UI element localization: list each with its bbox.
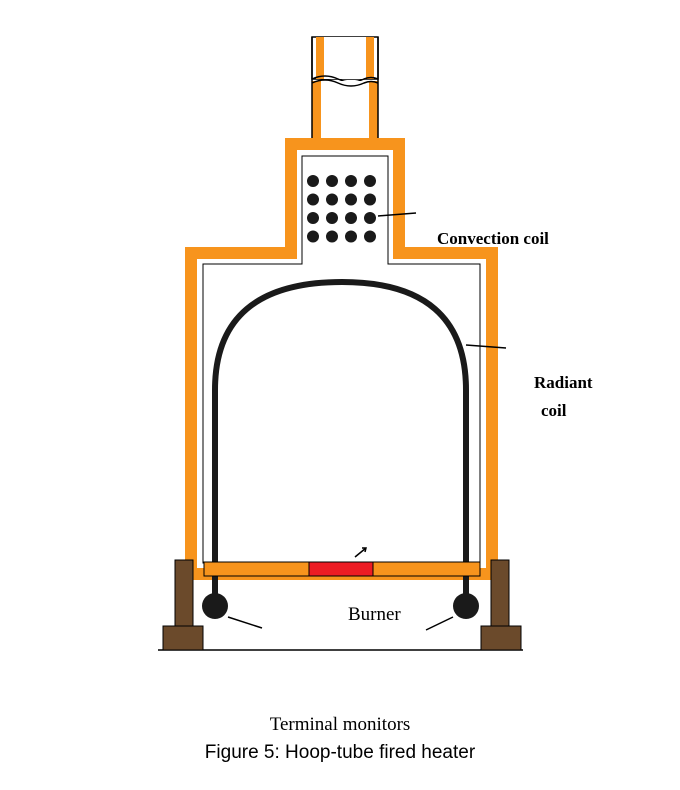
burner-arrow (354, 547, 367, 558)
convection-coil (307, 175, 376, 243)
radiant-coil-label-line1: Radiant (534, 373, 593, 392)
stack (311, 36, 379, 143)
convection-tube (326, 230, 338, 243)
convection-tube (345, 212, 357, 224)
radiant-coil-leader (465, 344, 507, 349)
terminal-monitor-right (453, 593, 479, 619)
convection-tube (307, 193, 319, 206)
terminal-monitors-label: Terminal monitors (270, 714, 411, 735)
burner-label: Burner (348, 604, 401, 625)
convection-tube (364, 175, 376, 187)
convection-tube (364, 230, 376, 243)
convection-tube (307, 175, 319, 187)
convection-tube (307, 230, 319, 243)
convection-tube (307, 212, 319, 224)
terminal-monitor-left (202, 593, 228, 619)
convection-tube (345, 230, 357, 243)
radiant-coil-label-line2: coil (541, 401, 567, 420)
convection-coil-leader (377, 212, 417, 217)
convection-tube (364, 193, 376, 206)
convection-tube (326, 193, 338, 206)
right-support (480, 559, 522, 651)
burner-flame (308, 561, 374, 577)
monitor-leader-right (425, 616, 454, 631)
convection-tube (326, 175, 338, 187)
figure-caption: Figure 5: Hoop-tube fired heater (204, 742, 476, 763)
convection-tube (364, 212, 376, 224)
radiant-coil (212, 278, 469, 597)
convection-coil-label: Convection coil (437, 229, 549, 248)
convection-tube (345, 193, 357, 206)
left-support (162, 559, 204, 651)
convection-tube (326, 212, 338, 224)
convection-tube (345, 175, 357, 187)
monitor-leader-left (227, 616, 263, 629)
